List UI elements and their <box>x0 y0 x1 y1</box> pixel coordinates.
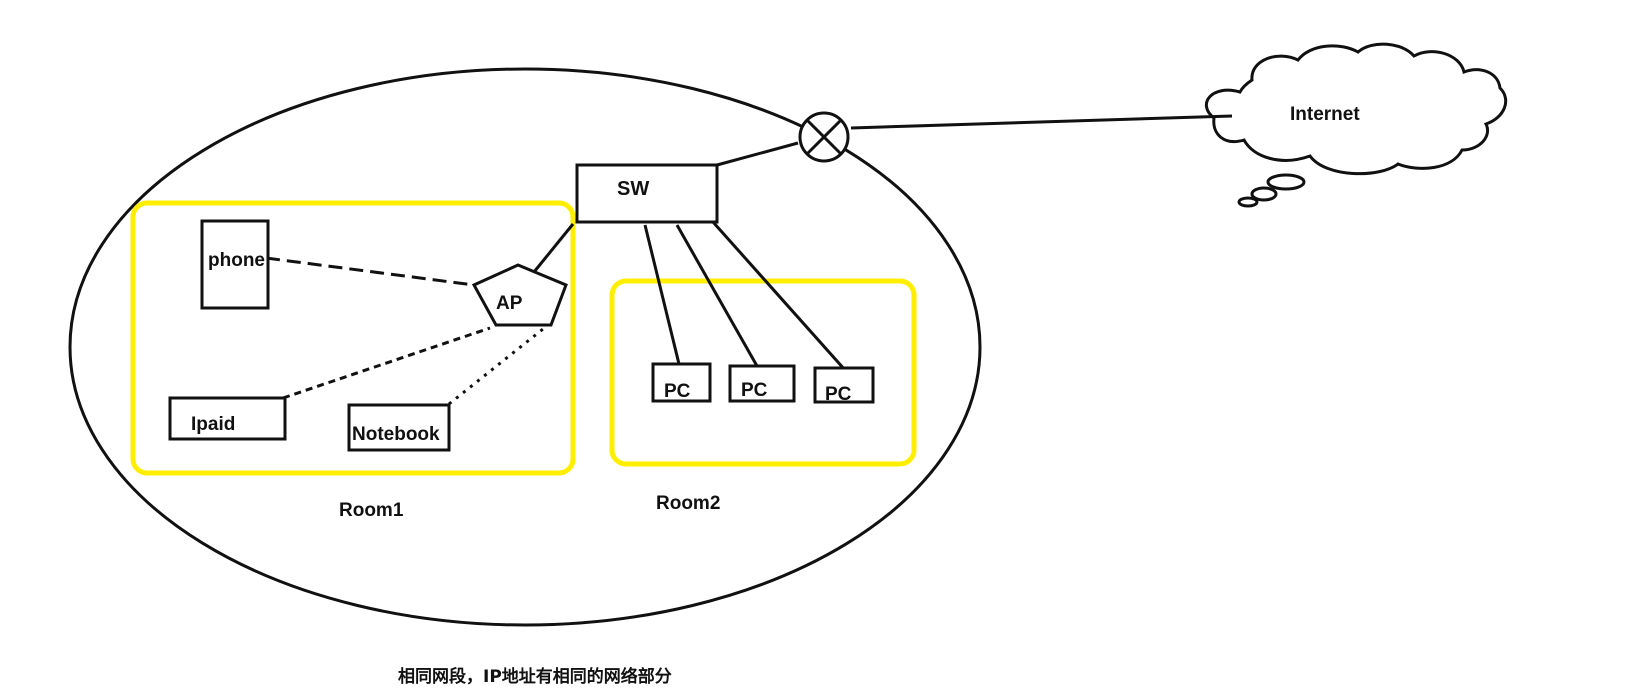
room2-label: Room2 <box>656 493 720 514</box>
access-point-label: AP <box>496 293 523 314</box>
notebook-label: Notebook <box>352 424 440 445</box>
internet-label: Internet <box>1290 104 1360 125</box>
access-point-pentagon <box>471 263 568 327</box>
link-switch-ap <box>532 223 575 273</box>
room1-label: Room1 <box>339 500 404 521</box>
room1-area <box>130 200 576 476</box>
wireless-link-notebook <box>448 323 549 406</box>
phone-label: phone <box>208 250 265 271</box>
switch-label: SW <box>617 178 649 200</box>
switch-box <box>575 163 719 224</box>
notebook-device <box>347 403 451 452</box>
phone-device <box>200 219 270 310</box>
pc-device-1 <box>651 362 712 403</box>
wireless-link-ipad <box>282 326 491 400</box>
pc-label-1: PC <box>664 381 691 402</box>
pc-device-3 <box>813 366 875 404</box>
pc-label-2: PC <box>741 380 768 401</box>
diagram-caption: 相同网段，IP地址有相同的网络部分 <box>398 666 672 687</box>
ipad-device <box>168 396 287 441</box>
link-router-internet <box>850 114 1233 130</box>
room2-area <box>609 278 917 467</box>
ipad-label: Ipaid <box>191 414 235 435</box>
pc-device-2 <box>728 364 796 403</box>
pc-label-3: PC <box>825 384 852 405</box>
network-boundary-ellipse <box>68 67 982 627</box>
internet-cloud-icon <box>1205 42 1508 208</box>
router-icon <box>798 111 850 163</box>
wireless-link-phone <box>265 256 475 287</box>
link-switch-router <box>716 141 799 167</box>
link-switch-pc1 <box>643 224 681 365</box>
link-switch-pc2 <box>675 224 759 367</box>
link-switch-pc3 <box>711 221 847 371</box>
